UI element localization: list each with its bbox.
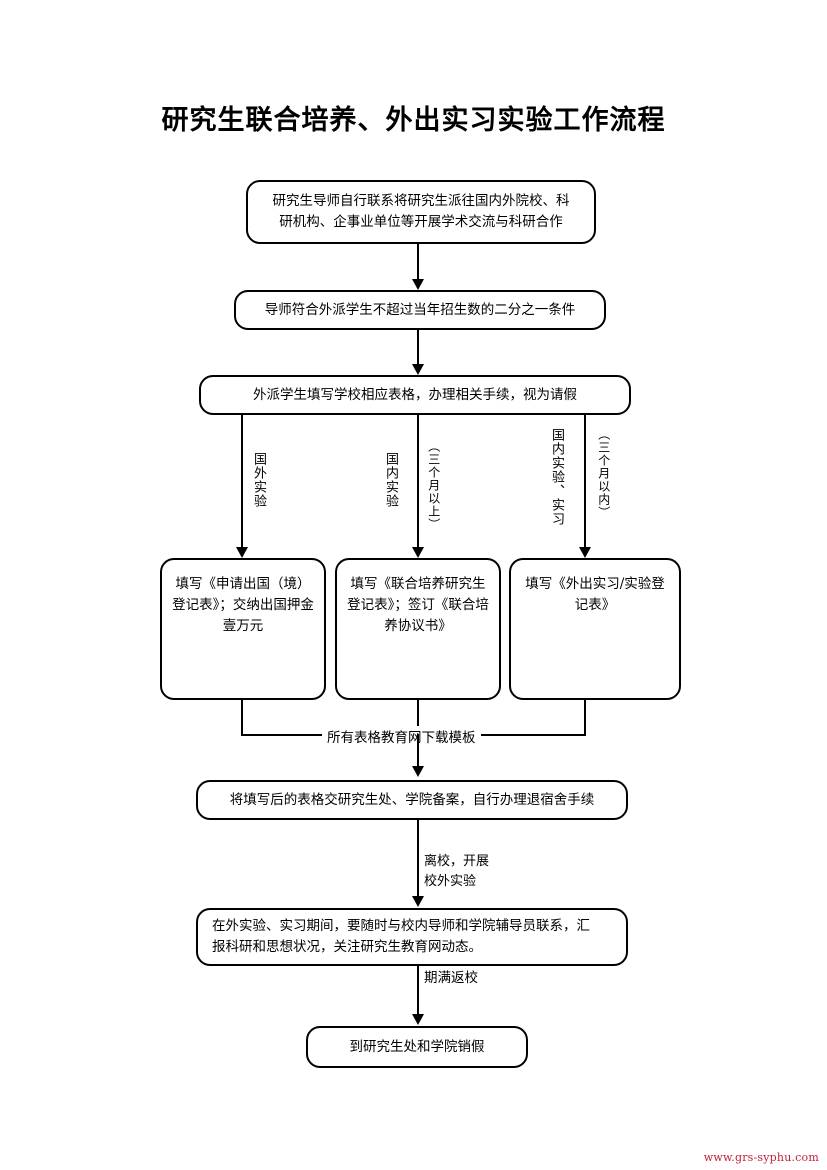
edge-label-leave-school-line1: 离校，开展: [424, 854, 490, 869]
flow-node-n4c-line2: 记表》: [574, 596, 616, 613]
flow-node-n4b-line2: 登记表》；签订《联合培: [347, 596, 489, 613]
connector-n2-n3: [417, 330, 419, 372]
page-title: 研究生联合培养、外出实习实验工作流程: [161, 105, 666, 136]
arrowhead-n2-n3: [412, 364, 424, 375]
flow-node-n6: 在外实验、实习期间，要随时与校内导师和学院辅导员联系，汇 报科研和思想状况，关注…: [196, 908, 628, 966]
arrowhead-n1-n2: [412, 279, 424, 290]
edge-label-merge-note: 所有表格教育网下载模板: [322, 726, 481, 746]
connector-n3-n4c: [584, 415, 586, 550]
flow-node-n1-line1: 研究生导师自行联系将研究生派往国内外院校、科: [272, 193, 570, 210]
connector-n4a-merge: [241, 700, 243, 736]
flow-node-n2-line1: 导师符合外派学生不超过当年招生数的二分之一条件: [264, 301, 576, 318]
arrowhead-n6-n7: [412, 1014, 424, 1025]
flow-node-n4c: 填写《外出实习/实验登 记表》: [509, 558, 681, 700]
edge-label-leave-school: 离校，开展 校外实验: [424, 852, 489, 891]
edge-label-branch-mid-right: （三个月以上）: [426, 440, 441, 531]
flow-node-n7-line1: 到研究生处和学院销假: [349, 1038, 485, 1055]
flow-node-n2: 导师符合外派学生不超过当年招生数的二分之一条件: [234, 290, 606, 330]
flow-node-n4a-line2: 登记表》；交纳出国押金: [172, 596, 314, 613]
edge-label-branch-mid-left: 国内实验: [382, 452, 398, 508]
connector-n4c-merge: [584, 700, 586, 736]
flow-node-n7: 到研究生处和学院销假: [306, 1026, 528, 1068]
arrowhead-n3-n4b: [412, 547, 424, 558]
connector-n3-n4b: [417, 415, 419, 550]
arrowhead-n3-n4a: [236, 547, 248, 558]
edge-label-return-school: 期满返校: [424, 970, 478, 986]
edge-label-leave-school-line2: 校外实验: [424, 873, 477, 889]
flow-node-n6-line1: 在外实验、实习期间，要随时与校内导师和学院辅导员联系，汇: [212, 918, 590, 935]
flow-node-n4b-line1: 填写《联合培养研究生: [350, 576, 486, 592]
connector-n6-n7: [417, 966, 419, 1020]
flow-node-n4b: 填写《联合培养研究生 登记表》；签订《联合培 养协议书》: [335, 558, 501, 700]
flow-node-n4a-line3: 壹万元: [222, 617, 264, 634]
flow-node-n5: 将填写后的表格交研究生处、学院备案，自行办理退宿舍手续: [196, 780, 628, 820]
flow-node-n6-line2: 报科研和思想状况，关注研究生教育网动态。: [212, 939, 482, 955]
flow-node-n4b-line3: 养协议书》: [384, 617, 452, 634]
flow-node-n4c-line1: 填写《外出实习/实验登: [525, 576, 665, 592]
arrowhead-n5-n6: [412, 896, 424, 907]
connector-merge-n5: [417, 734, 419, 770]
flow-node-n1-line2: 研机构、企事业单位等开展学术交流与科研合作: [279, 214, 563, 230]
flow-node-n4a-line1: 填写《申请出国（境）: [175, 576, 311, 592]
flow-node-n3-line1: 外派学生填写学校相应表格，办理相关手续，视为请假: [253, 386, 577, 403]
site-watermark: www.grs-syphu.com: [703, 1151, 819, 1164]
flow-node-n4a: 填写《申请出国（境） 登记表》；交纳出国押金 壹万元: [160, 558, 326, 700]
edge-label-branch-right-inner: 国内实验、实习: [548, 428, 564, 526]
arrowhead-merge-n5: [412, 766, 424, 777]
flow-node-n5-line1: 将填写后的表格交研究生处、学院备案，自行办理退宿舍手续: [229, 791, 595, 808]
flow-node-n1: 研究生导师自行联系将研究生派往国内外院校、科 研机构、企事业单位等开展学术交流与…: [246, 180, 596, 244]
edge-label-branch-right-outer: （三个月以内）: [596, 428, 611, 519]
connector-n3-n4a: [241, 415, 243, 550]
flow-node-n3: 外派学生填写学校相应表格，办理相关手续，视为请假: [199, 375, 631, 415]
arrowhead-n3-n4c: [579, 547, 591, 558]
connector-n4b-merge: [417, 700, 419, 736]
connector-n1-n2: [417, 244, 419, 286]
connector-n5-n6: [417, 820, 419, 900]
edge-label-branch-left: 国外实验: [250, 452, 266, 508]
